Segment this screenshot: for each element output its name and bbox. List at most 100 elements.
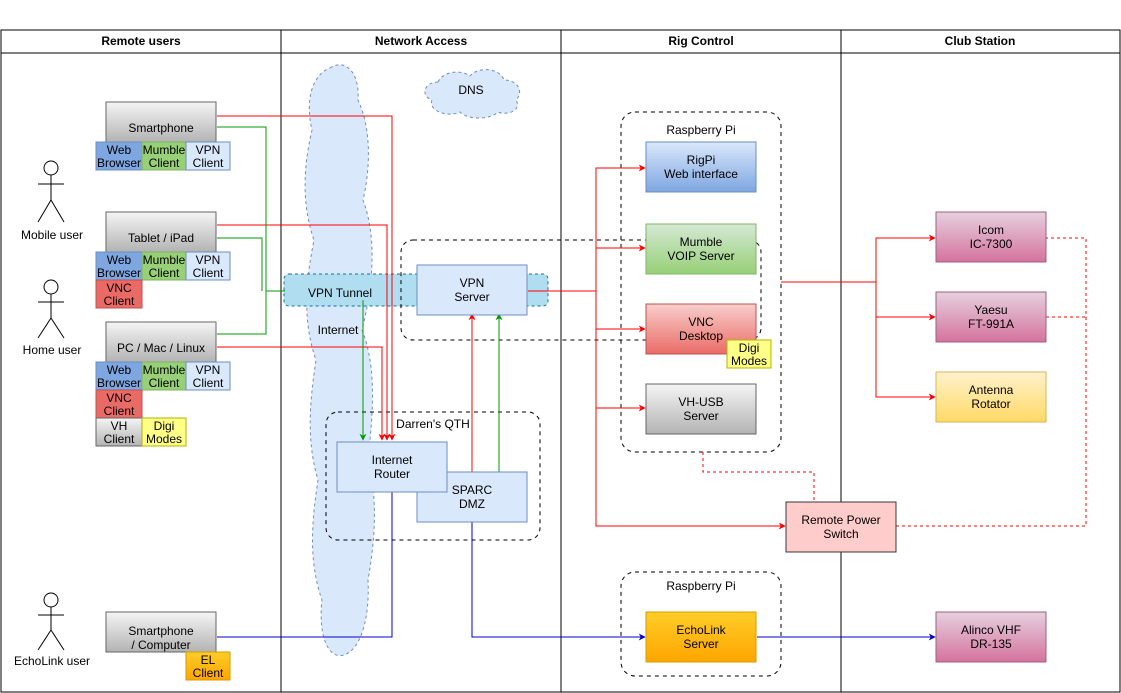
app-text: Client [193,156,224,170]
app-vpn-client-3 [185,361,231,391]
remote-power-label: Switch [823,527,858,541]
rigpi-box [645,141,757,193]
raspberry-pi-label: Raspberry Pi [666,123,735,137]
vpn-server-label: VPN [460,276,485,290]
app-text: Mumble [143,363,186,377]
lane-title-network-access: Network Access [375,34,468,48]
app-mumble-client-1 [141,141,187,171]
app-text: Client [149,156,180,170]
vpn-tunnel-label: VPN Tunnel [308,286,372,300]
rigpi-label: RigPi [687,153,716,167]
app-text: VPN [196,253,221,267]
app-text: Mumble [143,143,186,157]
alinco-label: DR-135 [970,637,1012,651]
swimlanes [0,29,1121,693]
antenna-label: Antenna [969,383,1014,397]
pc-box [105,321,217,363]
app-vnc-client-2 [95,389,143,419]
yaesu-box [935,291,1047,343]
lane-title-club-station: Club Station [945,34,1016,48]
dns-label: DNS [458,83,483,97]
app-text: Digi [154,419,175,433]
link-vpn-mumble [595,244,646,291]
echolink-user-label: EchoLink user [14,654,90,668]
lane-title-rig-control: Rig Control [668,34,733,48]
app-text: VNC [106,391,132,405]
echolink-server-label: Server [683,637,718,651]
raspberry-pi-2-label: Raspberry Pi [666,579,735,593]
app-text: Client [149,376,180,390]
link-tablet-router [217,224,391,441]
app-vpn-client-2 [185,251,231,281]
app-text: Browser [97,156,141,170]
app-text: Browser [97,376,141,390]
link-smartphone-router [217,115,396,441]
app-web-browser-2 [95,251,143,281]
link-dmz-echolink [471,522,646,641]
antenna-label: Rotator [971,397,1010,411]
link-pi-yaesu [875,282,936,321]
echolink-user-icon [37,592,65,651]
vpn-server-label: Server [454,290,489,304]
vpn-network-group [400,239,762,341]
home-user-icon [37,279,65,339]
vh-usb-label: VH-USB [678,395,723,409]
link-smartphone-vpn [217,126,285,292]
yaesu-label: Yaesu [974,303,1007,317]
app-text: VNC [106,281,132,295]
rig-digi-modes-text: Digi [739,341,760,355]
icom-box [935,211,1047,263]
app-web-browser-1 [95,141,143,171]
link-vpn-rigpi [528,164,646,292]
home-user-label: Home user [23,343,82,357]
app-text: Client [193,376,224,390]
app-text: VPN [196,143,221,157]
mumble-server-label: Mumble [680,235,723,249]
link-pi-antenna [875,317,936,401]
icom-label: Icom [978,223,1004,237]
yaesu-label: FT-991A [968,317,1014,331]
smartphone-box [105,101,217,143]
smartphone-computer-box [105,611,217,653]
echolink-server-label: EchoLink [676,623,726,637]
qth-label: Darren's QTH [396,417,470,431]
pc-label: PC / Mac / Linux [117,341,205,355]
app-mumble-client-3 [141,361,187,391]
app-text: Client [104,404,135,418]
app-text: EL [201,653,216,667]
link-pc-vpn [217,291,267,335]
mumble-server-label: VOIP Server [667,249,734,263]
app-text: VPN [196,363,221,377]
internet-cloud [304,64,375,657]
vh-usb-box [645,383,757,435]
app-text: Client [104,294,135,308]
smartphone-computer-label: Smartphone [128,624,194,638]
app-digi-modes [141,417,187,447]
app-text: Client [104,432,135,446]
vnc-desktop-label: Desktop [679,329,723,343]
icom-label: IC-7300 [970,237,1013,251]
power-radios [896,237,1087,527]
app-text: VH [111,419,128,433]
vpn-server-box [416,264,528,316]
link-pi-icom [781,234,936,283]
raspberry-pi-group [620,111,782,453]
mobile-user-label: Mobile user [21,228,83,242]
dns-cloud [424,69,520,119]
power-pi [702,452,815,502]
lane-title-remote-users: Remote users [101,34,181,48]
remote-power-label: Remote Power [801,513,880,527]
app-text: Web [107,253,132,267]
app-text: Web [107,363,132,377]
link-echolink-router [217,485,396,638]
link-vpn-power [595,408,786,530]
app-mumble-client-2 [141,251,187,281]
smartphone-computer-label: / Computer [131,638,190,652]
internet-label: Internet [318,323,359,337]
rig-digi-modes [726,339,772,369]
smartphone-label: Smartphone [128,121,194,135]
remote-power-box [785,501,897,553]
internet-router-label: Internet [372,453,413,467]
app-text: Client [149,266,180,280]
